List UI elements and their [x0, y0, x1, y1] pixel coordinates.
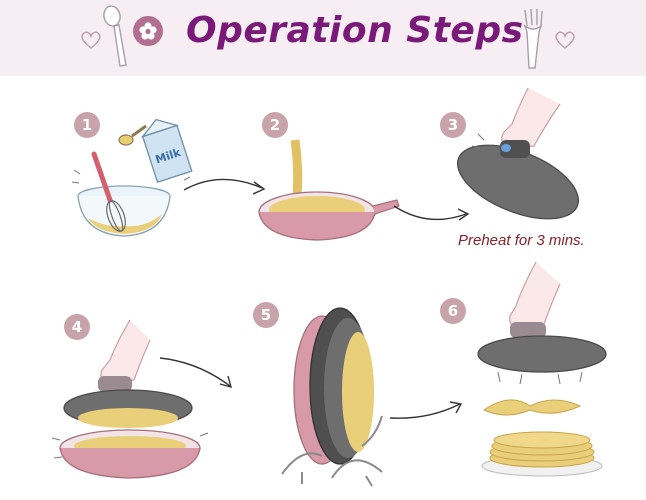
step-1-illustration: Milk — [71, 118, 193, 237]
crepe-stack-icon — [481, 431, 603, 477]
spoon-icon — [103, 5, 127, 67]
step-1-badge: 1 — [74, 112, 100, 138]
step-3-badge: 3 — [440, 112, 466, 138]
preheat-caption: Preheat for 3 mins. — [458, 232, 585, 249]
pan-stand-icon — [281, 307, 383, 487]
arrow-icon — [159, 357, 232, 388]
measuring-spoon-icon — [118, 124, 147, 146]
step-5-badge: 5 — [253, 302, 279, 328]
header-banner: Operation Steps — [0, 0, 646, 76]
arrow-icon — [389, 401, 463, 419]
hand-icon — [501, 87, 561, 149]
lid-icon — [456, 140, 580, 220]
step-4-badge: 4 — [64, 314, 90, 340]
crepe-icon — [482, 399, 582, 416]
step-3-illustration — [456, 87, 580, 220]
heart-icon — [81, 31, 101, 49]
step-4-illustration — [51, 319, 209, 479]
fork-icon — [523, 8, 543, 69]
heart-icon — [555, 31, 575, 49]
step-6-badge: 6 — [440, 298, 466, 324]
step-2-badge: 2 — [262, 112, 288, 138]
hand-icon — [100, 319, 151, 385]
milk-carton-icon: Milk — [140, 118, 193, 184]
step-2-illustration — [258, 139, 400, 241]
page-title: Operation Steps — [186, 10, 524, 51]
pan-icon — [59, 429, 201, 479]
hand-icon — [509, 261, 561, 329]
step-6-illustration — [477, 261, 607, 477]
flower-icon — [133, 16, 163, 46]
pan-icon — [258, 191, 400, 241]
lid-icon — [477, 322, 607, 373]
lid-icon — [63, 376, 193, 428]
whisk-icon — [91, 151, 126, 232]
arrow-icon — [183, 178, 266, 195]
arrow-icon — [393, 205, 470, 221]
step-5-illustration — [281, 307, 383, 487]
